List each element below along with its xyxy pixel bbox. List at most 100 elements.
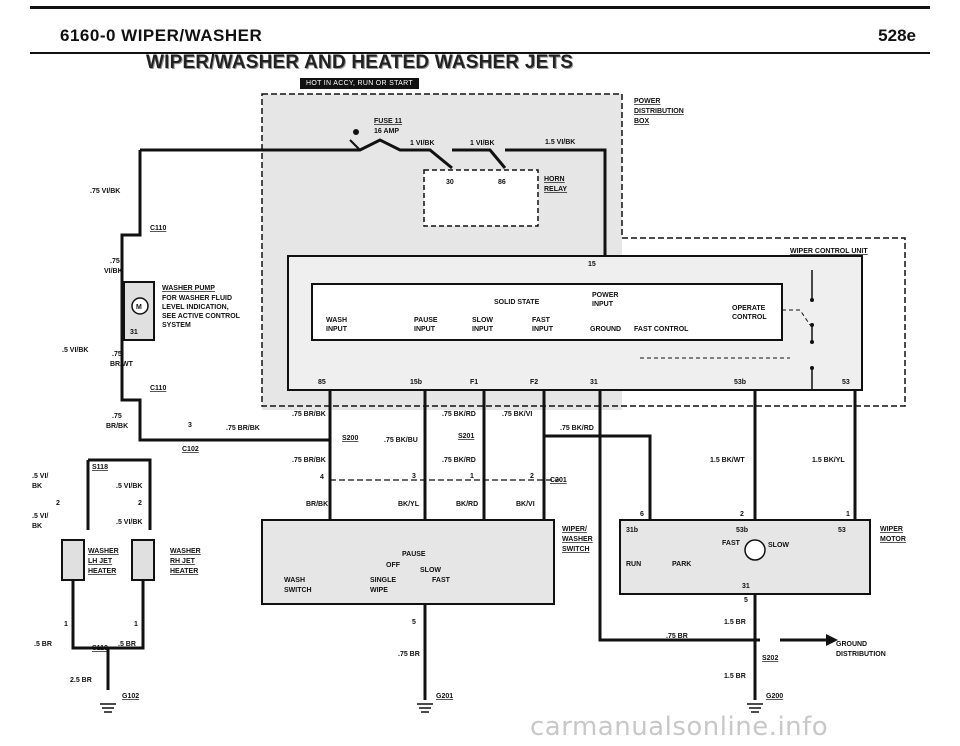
ground-label: G102 bbox=[122, 693, 139, 700]
switch-position-label: OFF bbox=[386, 562, 401, 569]
connector-label: C110 bbox=[150, 225, 166, 232]
input-label: INPUT bbox=[472, 326, 494, 333]
wire-label: BR/WT bbox=[110, 361, 134, 368]
motor-position-label: PARK bbox=[672, 561, 691, 568]
wire-label: .75 BK/RD bbox=[442, 411, 476, 418]
wire-label: BK bbox=[32, 483, 42, 490]
wire-label: BK/VI bbox=[516, 501, 535, 508]
wire-label: .75 BK/RD bbox=[560, 425, 594, 432]
solid-state-module bbox=[311, 283, 783, 341]
model-header: 528e bbox=[878, 26, 916, 45]
wire-label: BK/YL bbox=[398, 501, 420, 508]
wire-label: .5 BR bbox=[34, 641, 52, 648]
horn-relay-label-2: RELAY bbox=[544, 186, 567, 193]
pin-label: 85 bbox=[318, 379, 326, 386]
wire-label: 1 VI/BK bbox=[470, 140, 495, 147]
pin-label: 15b bbox=[410, 379, 422, 386]
wire-label: .5 VI/ bbox=[32, 473, 48, 480]
pin-label: F1 bbox=[470, 379, 478, 386]
power-dist-label: POWER bbox=[634, 98, 660, 105]
rh-jet-heater bbox=[131, 539, 155, 581]
switch-position-label: SLOW bbox=[420, 567, 441, 574]
single-wipe-label: SINGLE bbox=[370, 577, 396, 584]
connector-label: C110 bbox=[150, 385, 166, 392]
pin-label: 1 bbox=[470, 473, 474, 480]
input-label: PAUSE bbox=[414, 317, 438, 324]
pin-label: 31 bbox=[742, 583, 750, 590]
wire-label: .75 bbox=[112, 351, 122, 358]
connector-label: C201 bbox=[550, 477, 567, 484]
wiper-control-label: WIPER CONTROL UNIT bbox=[790, 248, 868, 255]
lh-jet-heater bbox=[61, 539, 85, 581]
ground-dist-label: DISTRIBUTION bbox=[836, 651, 886, 658]
motor-position-label: RUN bbox=[626, 561, 641, 568]
input-label: FAST CONTROL bbox=[634, 326, 689, 333]
ground-dist-label: GROUND bbox=[836, 641, 867, 648]
wire-label: .75 BK/RD bbox=[442, 457, 476, 464]
pin-label: 5 bbox=[744, 597, 748, 604]
wire-label: .75 VI/BK bbox=[90, 188, 120, 195]
motor-speed-label: SLOW bbox=[768, 542, 789, 549]
input-label: SLOW bbox=[472, 317, 493, 324]
g200-ground-icon bbox=[747, 703, 763, 713]
splice-label: S201 bbox=[458, 433, 474, 440]
horn-relay-label: HORN bbox=[544, 176, 565, 183]
diagram-title: WIPER/WASHER AND HEATED WASHER JETS bbox=[146, 52, 574, 73]
pin-label: 31b bbox=[626, 527, 638, 534]
wiper-washer-switch bbox=[261, 519, 555, 605]
wiper-motor-label: MOTOR bbox=[880, 536, 906, 543]
watermark: carmanualsonline.info bbox=[530, 712, 829, 742]
pin-label: 1 bbox=[846, 511, 850, 518]
wire-label: .5 VI/BK bbox=[116, 483, 142, 490]
top-rule bbox=[30, 6, 930, 9]
pin-label: 3 bbox=[188, 422, 192, 429]
pin-label: 31 bbox=[590, 379, 598, 386]
pin-label: 30 bbox=[446, 179, 454, 186]
pin-label: 86 bbox=[498, 179, 506, 186]
pin-label: 6 bbox=[640, 511, 644, 518]
wash-switch-label: SWITCH bbox=[284, 587, 312, 594]
power-input-label: POWER bbox=[592, 292, 618, 299]
rh-heater-label: HEATER bbox=[170, 568, 198, 575]
wire-label: .5 BR bbox=[118, 641, 136, 648]
fuse-11 bbox=[353, 129, 359, 135]
operate-label: OPERATE bbox=[732, 305, 766, 312]
switch-position-label: FAST bbox=[432, 577, 451, 584]
wiper-washer-switch-label: WIPER/ bbox=[562, 526, 587, 533]
pin-label: 2 bbox=[138, 500, 142, 507]
wiper-motor-label: WIPER bbox=[880, 526, 903, 533]
hot-badge: HOT IN ACCY, RUN OR START bbox=[300, 78, 419, 89]
pin-label: 2 bbox=[740, 511, 744, 518]
wire-label: VI/BK bbox=[104, 268, 123, 275]
wire-label: 1.5 BK/WT bbox=[710, 457, 745, 464]
feed-wire bbox=[140, 138, 607, 256]
pin-label: 31 bbox=[130, 329, 138, 336]
pump-note: SYSTEM bbox=[162, 322, 191, 329]
motor-m-label: M bbox=[136, 304, 142, 311]
wire-label: .75 BK/BU bbox=[384, 437, 418, 444]
connector-label: C102 bbox=[182, 446, 199, 453]
ground-label: G201 bbox=[436, 693, 453, 700]
input-label: INPUT bbox=[532, 326, 554, 333]
wire-label: BK/RD bbox=[456, 501, 478, 508]
input-label: INPUT bbox=[326, 326, 348, 333]
pin-label: 5 bbox=[412, 619, 416, 626]
wire-label: 1 VI/BK bbox=[410, 140, 435, 147]
g201-ground-icon bbox=[417, 703, 433, 713]
control-output-wires bbox=[328, 390, 760, 642]
wire-label: .5 VI/BK bbox=[62, 347, 88, 354]
lh-heater-label: HEATER bbox=[88, 568, 116, 575]
pump-note: LEVEL INDICATION, bbox=[162, 304, 229, 311]
wire-label: 1.5 BR bbox=[724, 673, 746, 680]
splice-label: S119 bbox=[92, 645, 108, 652]
pin-label: F2 bbox=[530, 379, 538, 386]
wire-label: .75 bbox=[110, 258, 120, 265]
wire-label: 1.5 BK/YL bbox=[812, 457, 845, 464]
pin-label: 53 bbox=[842, 379, 850, 386]
pump-note: FOR WASHER FLUID bbox=[162, 295, 232, 302]
splice-label: S202 bbox=[762, 655, 778, 662]
operate-label: CONTROL bbox=[732, 314, 767, 321]
wiper-washer-switch-label: SWITCH bbox=[562, 546, 590, 553]
wire-label: 2.5 BR bbox=[70, 677, 92, 684]
wire-label: 1.5 VI/BK bbox=[545, 139, 575, 146]
